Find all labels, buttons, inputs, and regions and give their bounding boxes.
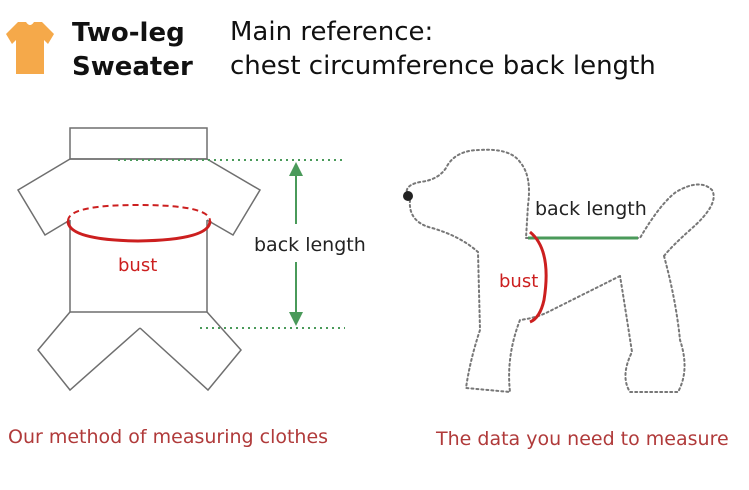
dog-back-length-label: back length — [535, 198, 647, 220]
sweater-icon — [6, 22, 54, 74]
sweater-bust-label: bust — [118, 255, 157, 276]
dog-nose-icon — [403, 191, 413, 201]
product-title-line1: Two-leg — [72, 18, 185, 48]
dog-bust-label: bust — [499, 271, 538, 292]
sweater-back-length-label: back length — [254, 234, 366, 256]
reference-heading: Main reference: — [230, 17, 434, 47]
dog-outline — [405, 148, 715, 394]
product-title-line2: Sweater — [72, 52, 193, 82]
sweater-caption: Our method of measuring clothes — [8, 426, 329, 448]
dog-caption: The data you need to measure — [436, 428, 729, 450]
dog-bust-curve — [528, 230, 548, 324]
reference-measurements: chest circumference back length — [230, 51, 656, 81]
sweater-outline — [16, 127, 262, 392]
back-length-arrow — [289, 162, 303, 326]
bust-measure-ellipse — [66, 203, 212, 243]
